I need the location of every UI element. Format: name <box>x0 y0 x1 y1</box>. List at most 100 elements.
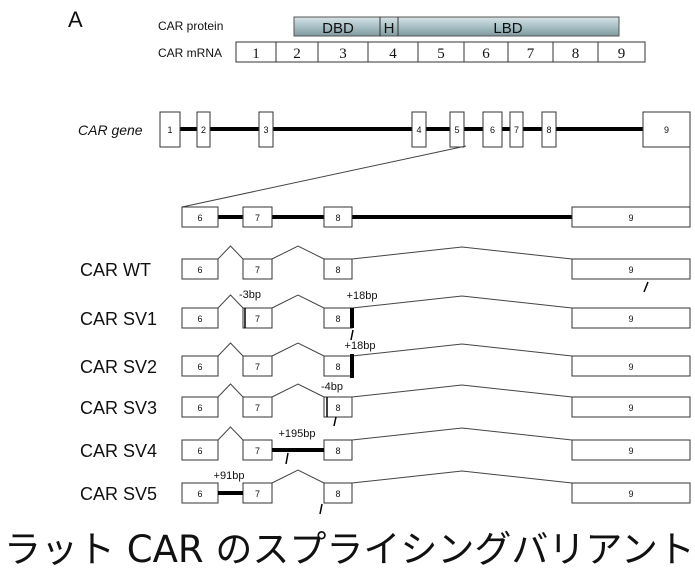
variant-exon-label: 9 <box>628 489 633 499</box>
gene-label: CAR gene <box>78 122 143 138</box>
variant-exon-label: 8 <box>335 489 340 499</box>
splice-connector <box>351 343 573 357</box>
zoom-exon-box <box>242 206 273 228</box>
panel-label: A <box>68 7 83 32</box>
variant-annotation: +18bp <box>347 290 378 302</box>
splice-connector <box>217 294 244 309</box>
variant-exon-box <box>571 482 691 504</box>
variant-annotation: -3bp <box>239 289 261 301</box>
variant-exon-label: 9 <box>628 265 633 275</box>
mrna-exon-label: 6 <box>482 46 490 62</box>
zoom-exon-label: 9 <box>628 213 633 223</box>
domain-dbd: DBD <box>322 20 354 37</box>
gene-exon-label: 4 <box>416 125 421 135</box>
zoom-line-left <box>181 145 467 208</box>
splice-connector <box>217 383 244 398</box>
gene-exon-label: 6 <box>490 125 495 135</box>
gene-exon-label: 7 <box>514 125 519 135</box>
splice-connector <box>217 342 244 357</box>
stop-arrow <box>333 416 337 427</box>
domain-lbd: LBD <box>493 20 522 37</box>
variant-exon-label: 8 <box>335 362 340 372</box>
variant-exon-box <box>242 258 273 280</box>
splice-connector <box>351 384 573 398</box>
stop-arrow <box>643 281 649 293</box>
splice-connector <box>271 294 325 309</box>
splice-connector <box>271 245 325 260</box>
zoom-exon-label: 8 <box>335 213 340 223</box>
domain-h: H <box>384 20 395 37</box>
variant-name: CAR SV4 <box>80 441 157 461</box>
mrna-exon-label: 4 <box>389 46 397 62</box>
mrna-exon-label: 1 <box>252 46 260 62</box>
splice-connector <box>351 295 573 309</box>
splice-connector <box>271 469 325 484</box>
variant-exon-box <box>323 396 353 418</box>
caption: ラット CAR のスプライシングバリアント <box>4 528 695 571</box>
gene-exon-label: 1 <box>167 125 172 135</box>
variant-exon-label: 7 <box>255 403 260 413</box>
variant-exon-box <box>571 258 691 280</box>
protein-bar <box>293 16 620 37</box>
variant-name: CAR SV1 <box>80 309 157 329</box>
zoom-exon-box <box>181 206 219 228</box>
gene-exon-box <box>541 111 557 148</box>
splice-connector <box>351 470 573 484</box>
variant-exon-label: 6 <box>197 314 202 324</box>
variant-exon-label: 7 <box>255 265 260 275</box>
gene-exon-box <box>258 111 274 148</box>
variant-exon-label: 8 <box>335 314 340 324</box>
mrna-exon-label: 5 <box>437 46 445 62</box>
gene-exon-label: 9 <box>664 125 669 135</box>
zoom-exon-label: 7 <box>255 213 260 223</box>
gene-exon-box <box>159 111 181 148</box>
variant-exon-label: 9 <box>628 403 633 413</box>
stop-arrow <box>285 452 289 465</box>
variant-exon-label: 8 <box>335 265 340 275</box>
variant-annotation: -4bp <box>321 381 343 393</box>
variant-exon-box <box>571 355 691 377</box>
mrna-label: CAR mRNA <box>158 46 222 60</box>
variant-exon-label: 8 <box>335 446 340 456</box>
variant-name: CAR SV2 <box>80 357 157 377</box>
zoom-exon-box <box>571 206 691 228</box>
variant-exon-box <box>181 439 219 461</box>
variant-name: CAR SV3 <box>80 398 157 418</box>
mrna-exon-label: 2 <box>293 46 301 62</box>
protein-label: CAR protein <box>158 19 223 33</box>
gene-exon-label: 2 <box>201 125 206 135</box>
variant-exon-label: 7 <box>255 446 260 456</box>
variant-annotation: +195bp <box>278 428 315 440</box>
variant-exon-label: 6 <box>197 265 202 275</box>
variant-exon-box <box>181 307 219 329</box>
gene-exon-box <box>449 111 465 148</box>
gene-exon-box <box>196 111 211 148</box>
gene-exon-label: 8 <box>546 125 551 135</box>
splice-connector <box>271 342 325 357</box>
gene-exon-box <box>509 111 524 148</box>
variant-exon-box <box>242 396 273 418</box>
variant-exon-label: 7 <box>255 362 260 372</box>
mrna-bar <box>235 41 646 63</box>
variant-exon-label: 9 <box>628 446 633 456</box>
mrna-exon-label: 9 <box>618 46 626 62</box>
splice-connector <box>351 427 573 441</box>
variant-exon-label: 6 <box>197 362 202 372</box>
variant-exon-box <box>323 258 353 280</box>
stop-arrow <box>319 503 323 515</box>
splice-connector <box>217 245 244 260</box>
variant-exon-box <box>242 307 273 329</box>
splice-connector <box>351 246 573 260</box>
gene-exon-box <box>642 111 691 148</box>
variant-exon-label: 7 <box>255 314 260 324</box>
variant-exon-box <box>323 482 353 504</box>
splice-connector <box>217 426 244 441</box>
variant-exon-box <box>181 396 219 418</box>
gene-exon-label: 5 <box>454 125 459 135</box>
